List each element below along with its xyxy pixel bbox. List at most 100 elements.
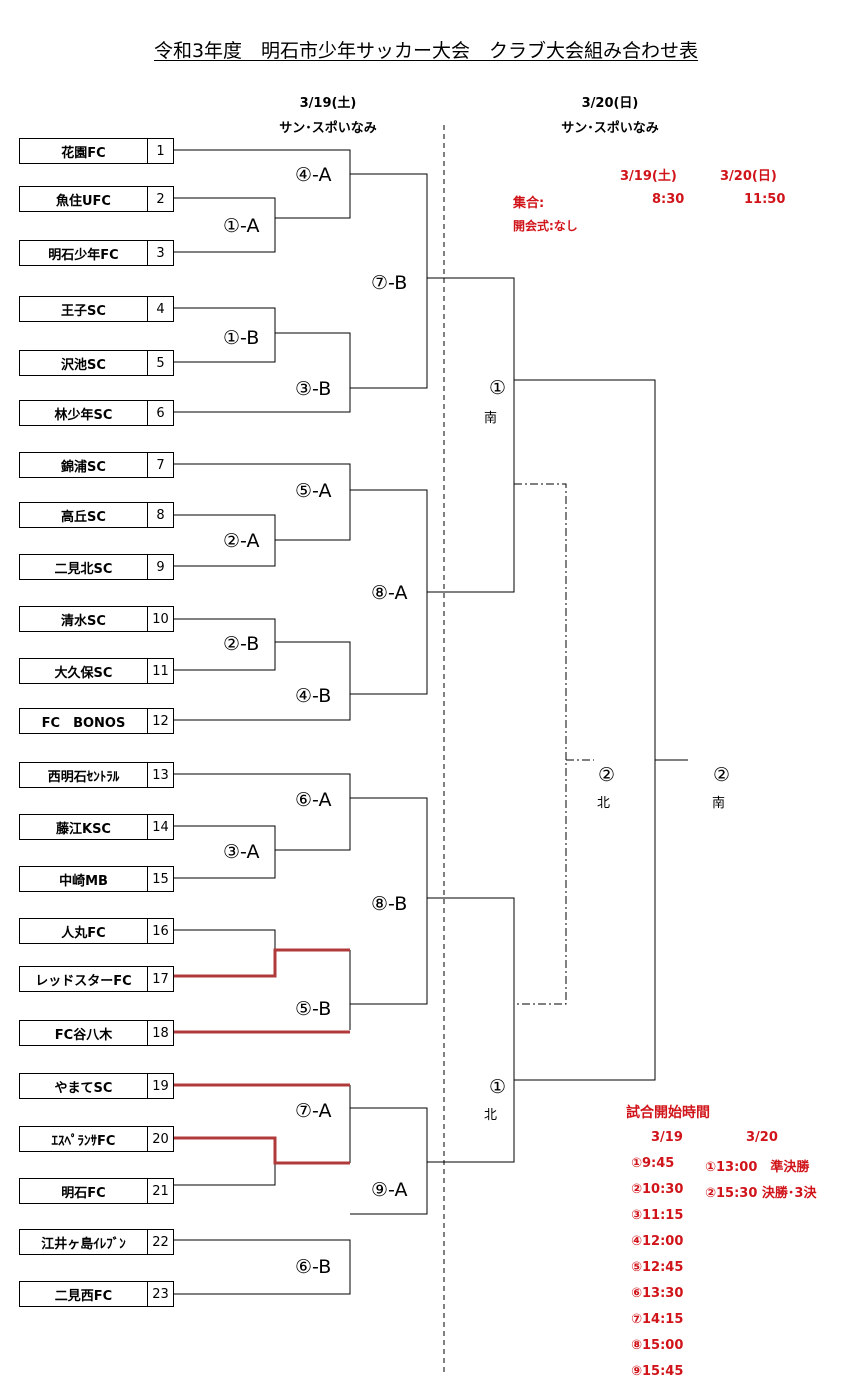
team-name: 人丸FC <box>20 919 148 943</box>
team-number: 1 <box>156 143 165 159</box>
team-number: 18 <box>152 1025 169 1041</box>
line-final <box>514 379 656 1081</box>
day1-venue: サン･スポいなみ <box>279 121 377 136</box>
line-m3B <box>174 332 351 413</box>
assembly-col1-header: 3/19(土) <box>620 169 677 184</box>
line-m3A <box>174 825 276 879</box>
team-number: 22 <box>152 1234 169 1250</box>
team-number: 8 <box>156 507 165 523</box>
assembly-time1: 8:30 <box>652 192 685 207</box>
team-name: 錦浦SC <box>20 453 148 477</box>
line-m4A <box>174 149 351 219</box>
team-box: 花園FC 1 <box>19 138 174 164</box>
team-name: 中崎MB <box>20 867 148 891</box>
match-label-8A: ⑧-A <box>369 581 410 605</box>
team-number: 10 <box>152 611 169 627</box>
schedule-day1-slot: ⑨15:45 <box>631 1364 684 1379</box>
third-place-label: ② <box>596 763 618 787</box>
line-m1B <box>174 307 276 363</box>
team-number: 17 <box>152 971 169 987</box>
schedule-day1-slot: ⑤12:45 <box>631 1260 684 1275</box>
match-label-1A: ①-A <box>221 214 262 238</box>
team-number: 15 <box>152 871 169 887</box>
team-name: 魚住UFC <box>20 187 148 211</box>
team-name: 西明石ｾﾝﾄﾗﾙ <box>20 763 148 787</box>
line-m9A <box>350 1107 428 1215</box>
team-name: 沢池SC <box>20 351 148 375</box>
team-number: 6 <box>156 405 165 421</box>
team-number: 14 <box>152 819 169 835</box>
schedule-day1-slot: ①9:45 <box>631 1156 675 1171</box>
team-number: 2 <box>156 191 165 207</box>
schedule-title: 試合開始時間 <box>626 1105 710 1121</box>
semifinal-north-court: 北 <box>484 1108 498 1123</box>
line-m2B <box>174 618 276 671</box>
schedule-day2-slot: ②15:30 決勝･3決 <box>705 1186 817 1201</box>
team-name: 二見北SC <box>20 555 148 579</box>
team-name: やまてSC <box>20 1074 148 1098</box>
semifinal-south-label: ① <box>487 376 509 400</box>
team-number: 16 <box>152 923 169 939</box>
line-m6A <box>174 773 351 851</box>
schedule-day2-slot: ①13:00 準決勝 <box>705 1160 810 1175</box>
final-court: 南 <box>712 796 726 811</box>
team-number: 12 <box>152 713 169 729</box>
day2-date: 3/20(日) <box>581 96 639 111</box>
match-label-1B: ①-B <box>221 326 262 350</box>
winner-line-17 <box>174 948 350 978</box>
team-number: 11 <box>152 663 169 679</box>
match-label-3B: ③-B <box>293 377 334 401</box>
team-number: 23 <box>152 1286 169 1302</box>
winner-line-20 <box>174 1136 350 1165</box>
team-box: 魚住UFC 2 <box>19 186 174 212</box>
match-label-5A: ⑤-A <box>293 479 334 503</box>
team-number: 13 <box>152 767 169 783</box>
match-label-2B: ②-B <box>221 632 262 656</box>
team-name: 花園FC <box>20 139 148 163</box>
page-title: 令和3年度 明石市少年サッカー大会 クラブ大会組み合わせ表 <box>153 40 699 62</box>
line-m1A <box>174 197 276 253</box>
match-label-6A: ⑥-A <box>293 788 334 812</box>
team-number: 7 <box>156 457 165 473</box>
line-m8B <box>350 797 428 1005</box>
team-name: ｴｽﾍﾟﾗﾝｻFC <box>20 1127 148 1151</box>
team-name: 林少年SC <box>20 401 148 425</box>
match-label-6B: ⑥-B <box>293 1255 334 1279</box>
line-m5A <box>174 463 351 541</box>
assembly-time2: 11:50 <box>744 192 786 207</box>
schedule-day1-slot: ⑥13:30 <box>631 1286 684 1301</box>
match-label-7A: ⑦-A <box>293 1099 334 1123</box>
third-place-court: 北 <box>597 796 611 811</box>
line-m6B <box>174 1239 351 1295</box>
team-number: 4 <box>156 301 165 317</box>
team-name: 清水SC <box>20 607 148 631</box>
team-box: 林少年SC 6 <box>19 400 174 426</box>
team-name: 江井ヶ島ｲﾚﾌﾞﾝ <box>20 1230 148 1254</box>
team-box: 錦浦SC 7 <box>19 452 174 478</box>
semifinal-south-court: 南 <box>484 411 498 426</box>
day1-date: 3/19(土) <box>299 96 357 111</box>
schedule-day1-slot: ②10:30 <box>631 1182 684 1197</box>
line-m7A-bottom <box>174 1164 276 1186</box>
match-label-2A: ②-A <box>221 529 262 553</box>
semifinal-north-label: ① <box>487 1075 509 1099</box>
final-label: ② <box>711 763 733 787</box>
line-sf1 <box>427 277 515 593</box>
schedule-day2-header: 3/20 <box>746 1130 778 1145</box>
match-label-3A: ③-A <box>221 840 262 864</box>
